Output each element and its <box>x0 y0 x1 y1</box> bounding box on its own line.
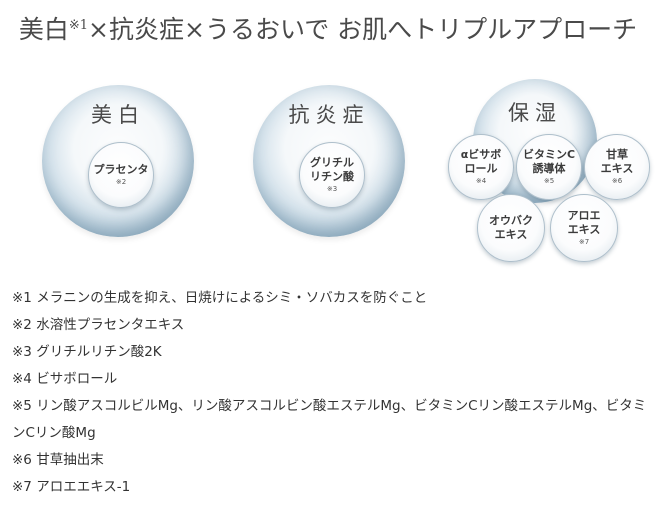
footnote-3: ※3 グリチルリチン酸2K <box>12 344 162 360</box>
bubble-aloe-name: アロエ エキス <box>567 209 601 236</box>
bubble-bisabolol-name: αビサボ ロール <box>460 148 502 175</box>
footnote-4: ※4 ビサボロール <box>12 371 118 387</box>
bubble-licorice-name: 甘草 エキス <box>600 148 634 175</box>
bubble-placenta-note: ※2 <box>115 178 127 186</box>
bubble-licorice: 甘草 エキス ※6 <box>584 134 650 200</box>
bubble-bisabolol: αビサボ ロール ※4 <box>448 134 514 200</box>
bubble-glycyrrhizin-note: ※3 <box>326 185 338 193</box>
bubble-glycyrrhizin-name: グリチル リチン酸 <box>310 156 354 183</box>
footnote-2: ※2 水溶性プラセンタエキス <box>12 317 185 333</box>
sphere-anti-inflammatory-title: 抗炎症 <box>288 103 370 127</box>
bubble-phellodendron-name: オウバク エキス <box>489 214 533 241</box>
bubble-bisabolol-note: ※4 <box>475 177 487 185</box>
bubble-phellodendron: オウバク エキス <box>477 194 545 262</box>
footnote-6: ※6 甘草抽出末 <box>12 452 104 468</box>
bubble-licorice-note: ※6 <box>611 177 623 185</box>
bubble-placenta-name: プラセンタ <box>93 163 149 176</box>
sphere-anti-inflammatory: 抗炎症 グリチル リチン酸 ※3 <box>253 85 405 237</box>
footnote-7: ※7 アロエエキス-1 <box>12 479 131 495</box>
headline-footnote-mark: ※1 <box>68 18 89 33</box>
footnote-1: ※1 メラニンの生成を抑え、日焼けによるシミ・ソバカスを防ぐこと <box>12 290 428 306</box>
bubble-vitamin-c-name: ビタミンC 誘導体 <box>522 148 576 175</box>
bubble-glycyrrhizin: グリチル リチン酸 ※3 <box>299 142 365 208</box>
sphere-whitening: 美白 プラセンタ ※2 <box>42 85 194 237</box>
sphere-whitening-title: 美白 <box>91 103 145 127</box>
headline: 美白※1×抗炎症×うるおいで お肌へトリプルアプローチ <box>0 10 656 46</box>
headline-part1: 美白 <box>18 15 69 44</box>
bubble-placenta: プラセンタ ※2 <box>88 142 154 208</box>
sphere-moisturizing-title: 保湿 <box>508 101 562 125</box>
bubble-aloe-note: ※7 <box>578 238 590 246</box>
headline-part2: ×抗炎症×うるおいで お肌へトリプルアプローチ <box>88 15 638 44</box>
bubble-vitamin-c: ビタミンC 誘導体 ※5 <box>516 134 582 200</box>
bubble-vitamin-c-note: ※5 <box>543 177 555 185</box>
bubble-aloe: アロエ エキス ※7 <box>550 194 618 262</box>
footnotes: ※1 メラニンの生成を抑え、日焼けによるシミ・ソバカスを防ぐこと ※2 水溶性プ… <box>12 285 648 501</box>
footnote-5: ※5 リン酸アスコルビルMg、リン酸アスコルビン酸エステルMg、ビタミンCリン酸… <box>12 398 647 441</box>
